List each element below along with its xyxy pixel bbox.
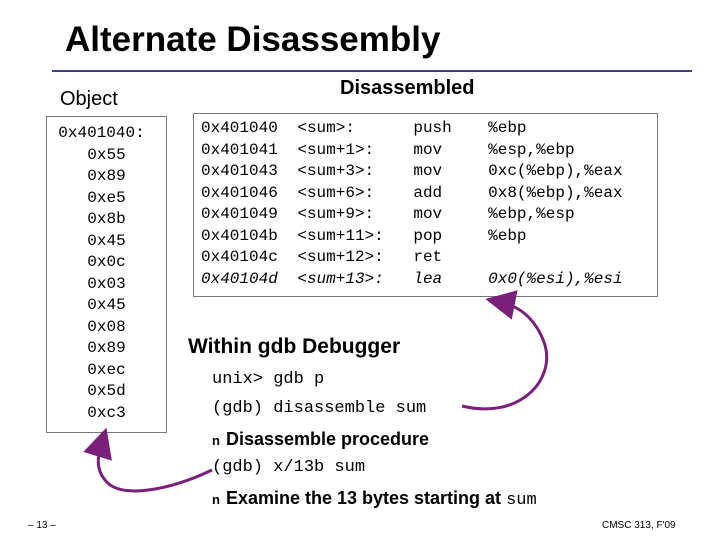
instruction-address: 0x401040 — [201, 119, 278, 137]
object-bytes-list: 0x401040: 0x55 0x89 0xe5 0x8b 0x45 0x0c 0x03 0x4… — [47, 123, 166, 424]
instruction-address: 0x40104d — [201, 269, 278, 288]
disassembly-box: 0x401040 <sum>: push %ebp 0x401041 <sum+1>: mo… — [193, 113, 658, 297]
bullet-marker: n — [212, 492, 220, 507]
disassembly-row: 0x401040 <sum>: push %ebp — [201, 118, 657, 140]
disassembly-row: 0x40104b <sum+11>: pop %ebp — [201, 226, 657, 248]
object-header: Object — [60, 88, 118, 110]
bullet-examine-text: Examine the 13 bytes starting at — [225, 488, 507, 508]
instruction-opcode: ret — [413, 248, 443, 266]
instruction-opcode: lea — [413, 269, 443, 288]
instruction-address: 0x401041 — [201, 140, 278, 159]
disassembly-row: 0x40104d <sum+13>: lea 0x0(%esi),%esi — [201, 269, 657, 291]
arrow-examine-to-bytes — [83, 427, 213, 493]
instruction-opcode: mov — [413, 162, 443, 180]
disassembly-row: 0x401043 <sum+3>: mov 0xc(%ebp),%eax — [201, 161, 657, 183]
object-byte: 0xe5 — [87, 188, 126, 207]
instruction-operands: %ebp — [488, 226, 527, 245]
instruction-opcode: pop — [413, 226, 443, 245]
bullet-disassemble-text: Disassemble procedure — [225, 429, 430, 449]
object-byte: 0x45 — [87, 296, 126, 314]
object-byte: 0x45 — [87, 231, 126, 250]
bullet-marker: n — [212, 433, 220, 448]
object-byte: 0x89 — [87, 167, 126, 185]
disassembled-header: Disassembled — [340, 77, 475, 99]
instruction-opcode: push — [413, 119, 452, 137]
instruction-address: 0x401043 — [201, 162, 278, 180]
page-number: – 13 – — [28, 520, 56, 531]
instruction-operands: 0x0(%esi),%esi — [488, 269, 623, 288]
instruction-operands: %esp,%ebp — [488, 140, 575, 159]
disassembly-row: 0x401046 <sum+6>: add 0x8(%ebp),%eax — [201, 183, 657, 205]
instruction-symbol: <sum+11>: — [297, 226, 384, 245]
disassembly-row: 0x401049 <sum+9>: mov %ebp,%esp — [201, 204, 657, 226]
bullet-examine: n Examine the 13 bytes starting at sum — [212, 488, 537, 510]
instruction-symbol: <sum>: — [297, 119, 355, 137]
command-disassemble: (gdb) disassemble sum — [212, 399, 427, 418]
instruction-address: 0x40104c — [201, 248, 278, 266]
instruction-operands: 0x8(%ebp),%eax — [488, 183, 623, 202]
object-byte: 0x5d — [87, 382, 126, 400]
bullet-examine-code: sum — [506, 491, 537, 510]
object-byte: 0x55 — [87, 145, 126, 164]
course-label: CMSC 313, F'09 — [602, 520, 676, 531]
object-byte: 0x08 — [87, 317, 126, 336]
instruction-address: 0x401046 — [201, 183, 278, 202]
command-start-gdb: unix> gdb p — [212, 370, 325, 389]
object-byte: 0x0c — [87, 253, 126, 271]
object-byte: 0x03 — [87, 274, 126, 293]
instruction-symbol: <sum+12>: — [297, 248, 384, 266]
arrow-disassemble-to-listing — [461, 290, 549, 411]
object-byte: 0x8b — [87, 210, 126, 228]
instruction-operands: 0xc(%ebp),%eax — [488, 162, 623, 180]
instruction-opcode: mov — [413, 140, 443, 159]
instruction-address: 0x401049 — [201, 205, 278, 223]
gdb-heading: Within gdb Debugger — [188, 335, 401, 358]
object-address: 0x401040: — [58, 124, 145, 142]
instruction-symbol: <sum+1>: — [297, 140, 375, 159]
instruction-opcode: add — [413, 183, 443, 202]
title-rule — [52, 70, 692, 72]
bullet-disassemble: n Disassemble procedure — [212, 429, 429, 450]
instruction-symbol: <sum+9>: — [297, 205, 375, 223]
instruction-symbol: <sum+6>: — [297, 183, 375, 202]
object-byte: 0x89 — [87, 339, 126, 357]
slide-title: Alternate Disassembly — [65, 20, 441, 59]
object-byte: 0xec — [87, 360, 126, 379]
disassembly-row: 0x40104c <sum+12>: ret — [201, 247, 657, 269]
object-byte: 0xc3 — [87, 403, 126, 422]
instruction-symbol: <sum+13>: — [297, 269, 384, 288]
instruction-address: 0x40104b — [201, 226, 278, 245]
disassembly-table: 0x401040 <sum>: push %ebp 0x401041 <sum+1>: mo… — [201, 118, 657, 290]
disassembly-row: 0x401041 <sum+1>: mov %esp,%ebp — [201, 140, 657, 162]
object-bytes-box: 0x401040: 0x55 0x89 0xe5 0x8b 0x45 0x0c 0x03 0x4… — [46, 116, 167, 433]
instruction-symbol: <sum+3>: — [297, 162, 375, 180]
instruction-operands: %ebp — [488, 119, 527, 137]
instruction-opcode: mov — [413, 205, 443, 223]
command-examine: (gdb) x/13b sum — [212, 458, 366, 477]
instruction-operands: %ebp,%esp — [488, 205, 575, 223]
